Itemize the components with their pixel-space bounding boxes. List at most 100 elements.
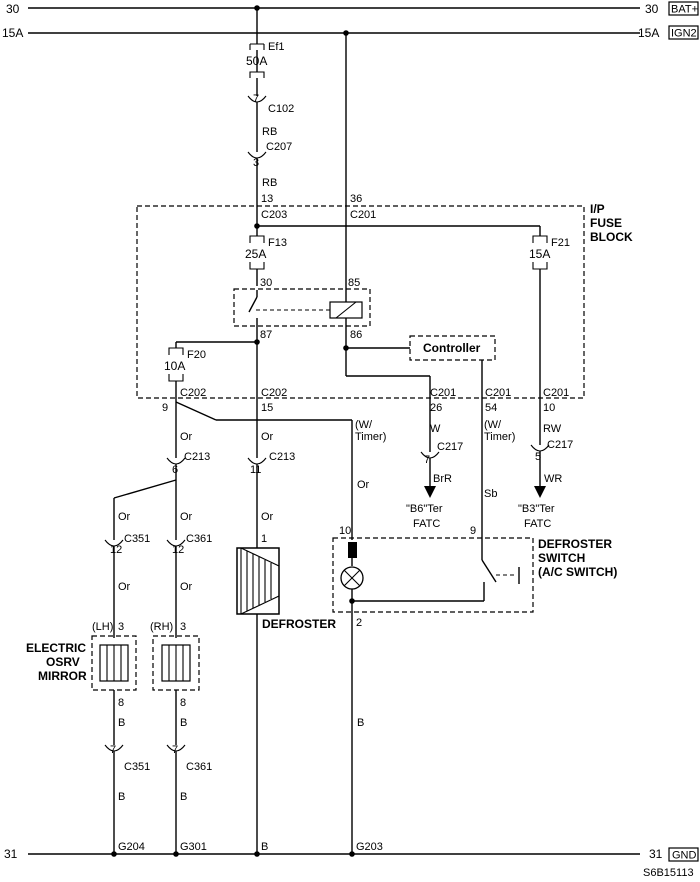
c201-a-pin: 26	[430, 402, 442, 414]
c217-b-pin: 5	[535, 451, 541, 463]
wire-or-defroster: Or	[261, 511, 274, 523]
mirror-lh-pin8: 8	[118, 697, 124, 709]
fatc-b3: 5 C217 WR "B3"Ter FATC	[518, 439, 573, 530]
ign-rail: 15A 15A IGN2	[2, 25, 699, 40]
fuse-f20: F20 10A	[164, 347, 206, 402]
c213-connectors: 6 C213 11 C213 Or	[166, 342, 295, 548]
ign-rail-right-label: 15A	[638, 26, 659, 40]
wire-wr: WR	[544, 473, 562, 485]
fatc-b6-line1: "B6"Ter	[406, 503, 443, 515]
wire-or-4: Or	[180, 511, 193, 523]
defroster-switch: 10 9 2 DEFROSTER SWITCH (A/C SWITCH)	[332, 525, 617, 854]
wire-brr: BrR	[433, 473, 452, 485]
fuse-block: I/P FUSE BLOCK	[136, 202, 633, 399]
c102-name: C102	[268, 103, 294, 115]
wire-or-2: Or	[261, 431, 274, 443]
mirror-label-line3: MIRROR	[38, 669, 87, 683]
block-wire-labels: Or Or W (W/ Timer) RW	[180, 419, 562, 443]
timer-wire: (W/ Timer) Or	[175, 401, 386, 540]
switch-pin2: 2	[356, 617, 362, 629]
fuse-f20-name: F20	[187, 349, 206, 361]
fuse-block-line2: FUSE	[590, 216, 622, 230]
wire-b-2: B	[180, 717, 187, 729]
c203-label: C203	[261, 209, 287, 221]
c207-pin: 3	[253, 157, 259, 169]
c361-a-name: C361	[186, 533, 212, 545]
mirror-lh-pin3: 3	[118, 621, 124, 633]
ground-g204: G204	[118, 841, 145, 853]
c217-a-pin: 7	[424, 454, 430, 466]
switch-label-line2: SWITCH	[538, 551, 585, 565]
switch-pin9: 9	[470, 525, 476, 537]
main-feed-wire: Ef1 50A 7 C102 RB 3 C207 RB 13 C203	[246, 8, 294, 226]
fuse-f21: F21 15A	[529, 235, 570, 445]
c201-c-name: C201	[543, 387, 569, 399]
mirror-label-line1: ELECTRIC	[26, 641, 86, 655]
timer-1-line1: (W/	[355, 419, 373, 431]
relay-pin-30: 30	[260, 277, 272, 289]
fuse-block-connectors: C202 9 C202 15 C201 26 C201 54 C201 10	[162, 387, 569, 414]
c202-a-name: C202	[180, 387, 206, 399]
diagram-id: S6B15113	[643, 867, 694, 879]
ign-tag: IGN2	[671, 28, 697, 40]
c217-b-name: C217	[547, 439, 573, 451]
fuse-block-line3: BLOCK	[590, 230, 633, 244]
defroster-label: DEFROSTER	[262, 617, 336, 631]
defroster-pin1: 1	[261, 533, 267, 545]
c361-a-pin: 12	[172, 544, 184, 556]
relay-pin-86: 86	[350, 329, 362, 341]
gnd-tag: GND	[672, 850, 697, 862]
switch-label-line1: DEFROSTER	[538, 537, 612, 551]
c201-c-pin: 10	[543, 402, 555, 414]
wire-b-4: B	[180, 791, 187, 803]
c202-b-name: C202	[261, 387, 287, 399]
c361-b-name: C361	[186, 761, 212, 773]
c207-name: C207	[266, 141, 292, 153]
c202-a-pin: 9	[162, 402, 168, 414]
wire-rb-1: RB	[262, 126, 277, 138]
fuse-f20-rating: 10A	[164, 359, 185, 373]
c351-a-pin: 12	[110, 544, 122, 556]
bat-rail: 30 30 BAT+	[6, 1, 699, 16]
fuse-f13: F13 25A	[245, 226, 287, 286]
fuse-block-line1: I/P	[590, 202, 605, 216]
wire-rw: RW	[543, 423, 562, 435]
pin-36: 36	[350, 193, 362, 205]
timer-2-line2: Timer)	[484, 431, 515, 443]
ign-feed-wire: 36 C201	[345, 33, 376, 300]
relay-pin-85: 85	[348, 277, 360, 289]
fuse-f21-name: F21	[551, 237, 570, 249]
pin-13: 13	[261, 193, 273, 205]
fuse-f21-rating: 15A	[529, 247, 550, 261]
c213-a-pin: 6	[172, 464, 178, 476]
mirror-label-line2: OSRV	[46, 655, 80, 669]
c351-b-name: C351	[124, 761, 150, 773]
wire-or-7: Or	[118, 581, 131, 593]
c217-a-name: C217	[437, 441, 463, 453]
c213-b-name: C213	[269, 451, 295, 463]
fatc-b6-line2: FATC	[413, 518, 440, 530]
mirror-lh-label: (LH)	[92, 621, 113, 633]
ground-g301: G301	[180, 841, 207, 853]
controller-label: Controller	[423, 341, 481, 355]
c102-pin: 7	[253, 93, 259, 105]
wire-b-1: B	[118, 717, 125, 729]
fuse-f13-rating: 25A	[245, 247, 266, 261]
mirror-feed: Or Or	[113, 464, 193, 540]
ground-b: B	[261, 841, 268, 853]
switch-label-line3: (A/C SWITCH)	[538, 565, 617, 579]
c213-a-name: C213	[184, 451, 210, 463]
fuse-f13-name: F13	[268, 237, 287, 249]
fatc-b6: 7 C217 BrR "B6"Ter FATC	[406, 441, 463, 530]
ground-labels: G204 G301 B G203	[118, 841, 383, 853]
ign-rail-left-label: 15A	[2, 26, 23, 40]
fatc-b3-line2: FATC	[524, 518, 551, 530]
c202-b-pin: 15	[261, 402, 273, 414]
c361-b-pin: 7	[172, 744, 178, 756]
wire-rb-2: RB	[262, 177, 277, 189]
bat-rail-right-label: 30	[645, 2, 659, 16]
c201-b-name: C201	[485, 387, 511, 399]
ground-g203: G203	[356, 841, 383, 853]
switch-pin10: 10	[339, 525, 351, 537]
